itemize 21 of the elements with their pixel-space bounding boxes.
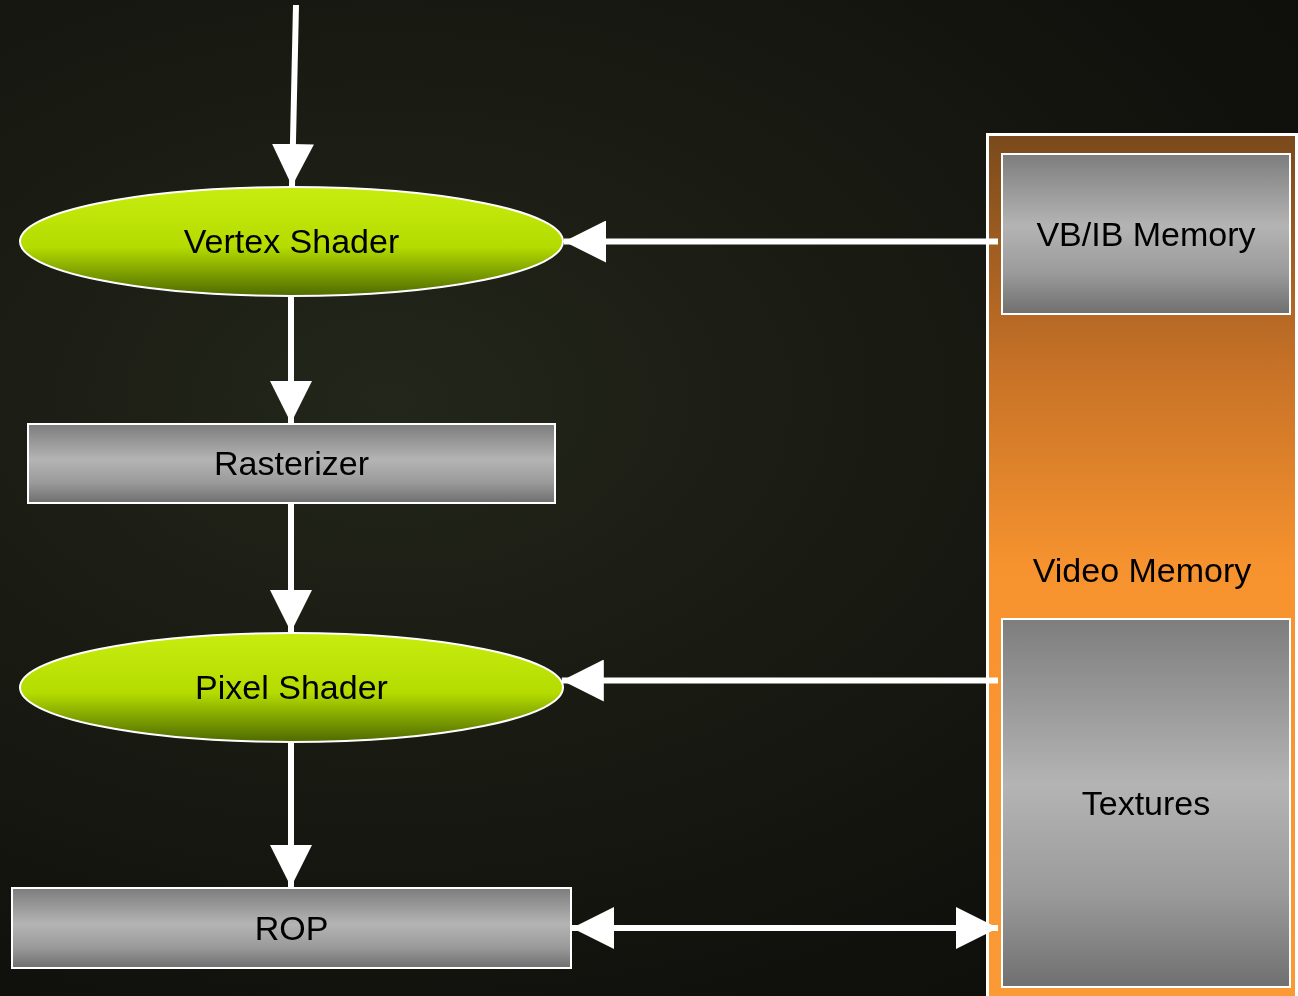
node-label: Vertex Shader bbox=[183, 222, 400, 261]
process-ellipse bbox=[19, 632, 564, 743]
arrow bbox=[564, 220, 998, 263]
arrow bbox=[270, 297, 312, 423]
process-box bbox=[27, 423, 556, 504]
node-label: Textures bbox=[1081, 783, 1211, 823]
process-ellipse bbox=[19, 186, 564, 297]
node-label: Pixel Shader bbox=[195, 668, 388, 707]
process-box bbox=[1001, 153, 1291, 315]
arrow bbox=[270, 504, 312, 632]
process-box bbox=[11, 887, 572, 969]
arrow bbox=[561, 659, 998, 702]
arrow bbox=[271, 4, 314, 187]
memory-panel bbox=[986, 133, 1298, 996]
node-label: Video Memory bbox=[1031, 551, 1253, 590]
node-label: VB/IB Memory bbox=[1036, 214, 1256, 254]
node-label: ROP bbox=[254, 908, 329, 948]
process-box bbox=[1001, 618, 1291, 988]
arrow bbox=[572, 907, 998, 949]
node-label: Rasterizer bbox=[214, 444, 369, 483]
arrow bbox=[270, 743, 312, 887]
